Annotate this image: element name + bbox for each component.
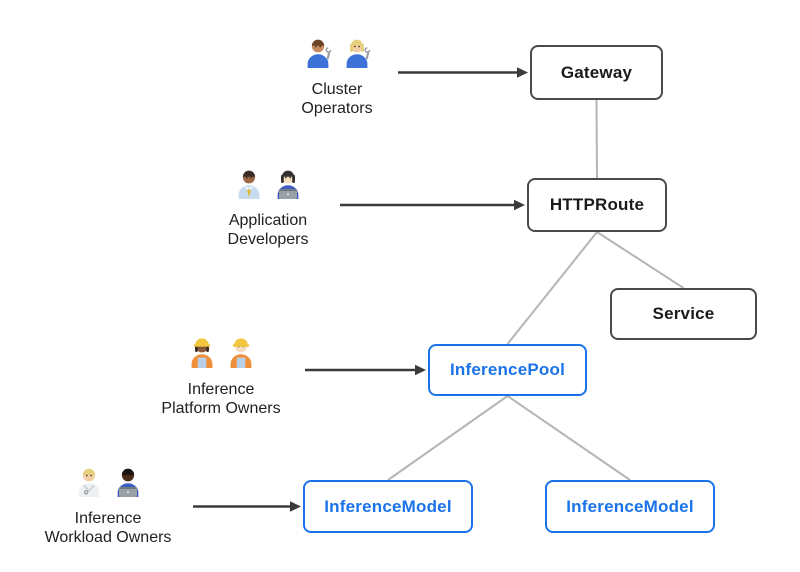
persona-icon-pair [178,165,358,201]
persona-label-cluster-operators: Cluster Operators [247,80,427,118]
node-service-label: Service [652,304,715,323]
persona-label-line: Developers [227,231,309,248]
persona-icon-pair [131,334,311,370]
persona-label-line: Workload Owners [44,529,172,546]
node-inferencemodel-right-label: InferenceModel [566,496,694,516]
node-inferencemodel-left: InferenceModel [303,480,473,533]
node-gateway-label: Gateway [560,62,633,82]
persona-application-developers: Application Developers [178,165,358,249]
persona-label-line: Platform Owners [161,400,281,417]
man-office-worker-emoji [232,165,266,199]
persona-icon-pair [18,463,198,499]
persona-label-application-developers: Application Developers [178,211,358,249]
node-gateway: Gateway [530,45,663,100]
persona-label-line: Inference [74,510,142,527]
persona-label-inference-workload-owners: Inference Workload Owners [18,509,198,547]
woman-technologist-emoji [271,165,305,199]
persona-icon-pair [247,34,427,70]
persona-inference-platform-owners: Inference Platform Owners [131,334,311,418]
node-httproute: HTTPRoute [527,178,667,232]
persona-inference-workload-owners: Inference Workload Owners [18,463,198,547]
persona-cluster-operators: Cluster Operators [247,34,427,118]
node-inferencepool-label: InferencePool [449,360,566,379]
persona-label-line: Operators [301,100,373,117]
man-mechanic-emoji [301,34,335,68]
node-inferencemodel-left-label: InferenceModel [324,496,452,516]
node-service: Service [610,288,757,340]
persona-label-line: Inference [187,381,255,398]
man-construction-worker-emoji [224,334,258,368]
health-worker-emoji [72,463,106,497]
persona-label-line: Cluster [311,81,363,98]
node-inferencepool: InferencePool [428,344,587,396]
woman-mechanic-emoji [340,34,374,68]
node-inferencemodel-right: InferenceModel [545,480,715,533]
man-technologist-dark-emoji [111,463,145,497]
woman-construction-worker-emoji [185,334,219,368]
persona-label-line: Application [228,212,308,229]
node-httproute-label: HTTPRoute [549,195,645,214]
persona-label-inference-platform-owners: Inference Platform Owners [131,380,311,418]
